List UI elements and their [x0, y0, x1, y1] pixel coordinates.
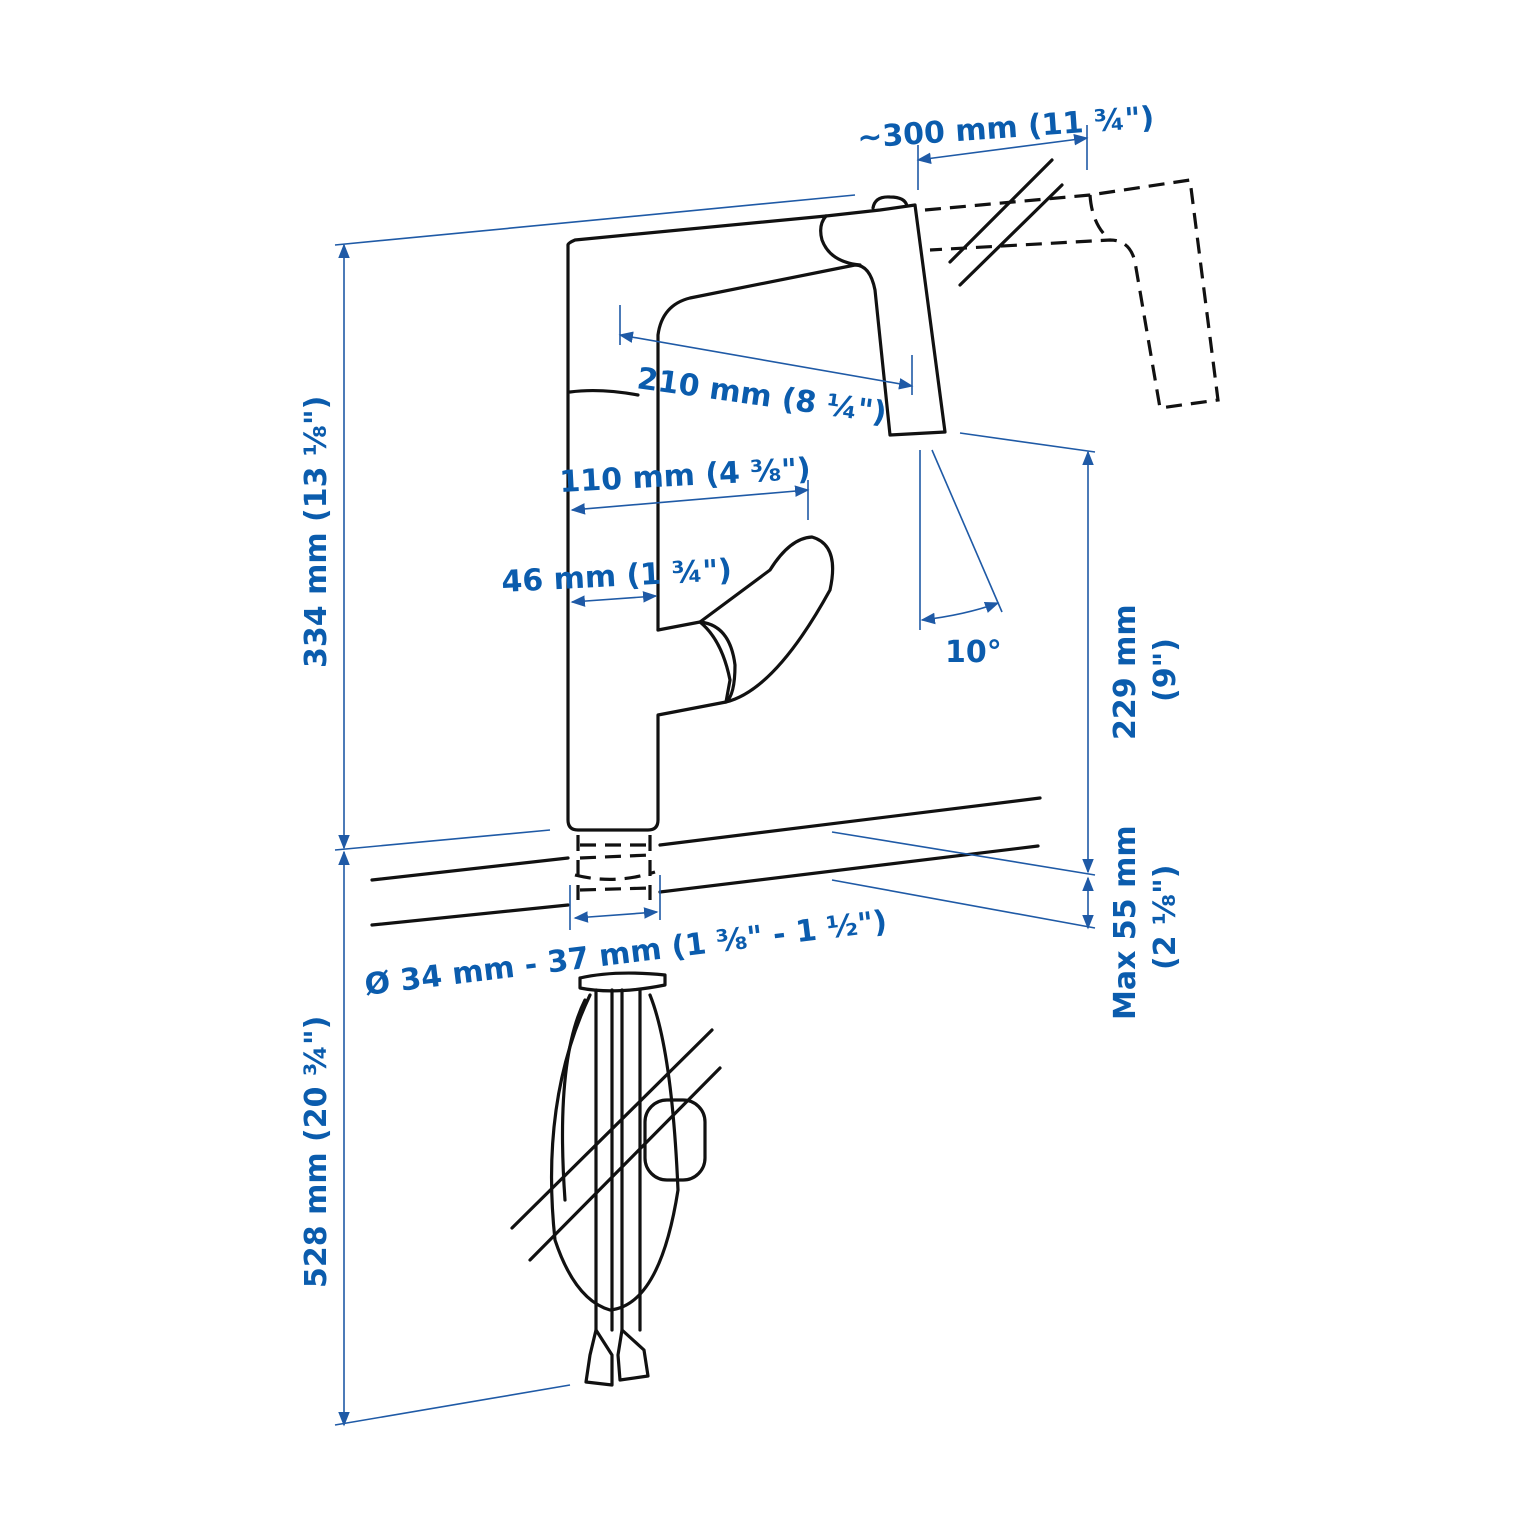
total-height-label: 334 mm (13 ⅛") [299, 396, 334, 668]
faucet-drawing [370, 158, 1220, 1387]
dimension-lines [334, 125, 1096, 1427]
max-thickness-mm-label: Max 55 mm [1108, 825, 1143, 1020]
spout-clearance-in-label: (9") [1148, 638, 1183, 702]
spray-angle-label: 10° [945, 635, 1002, 670]
spout-reach-label: 210 mm (8 ¼") [635, 361, 889, 431]
hose-length-label: 528 mm (20 ¾") [299, 1016, 334, 1288]
body-width-label: 46 mm (1 ¾") [501, 553, 733, 600]
spray-reach-label: ~300 mm (11 ¾") [856, 100, 1155, 156]
max-thickness-in-label: (2 ⅛") [1148, 865, 1183, 970]
spout-clearance-mm-label: 229 mm [1108, 604, 1143, 740]
